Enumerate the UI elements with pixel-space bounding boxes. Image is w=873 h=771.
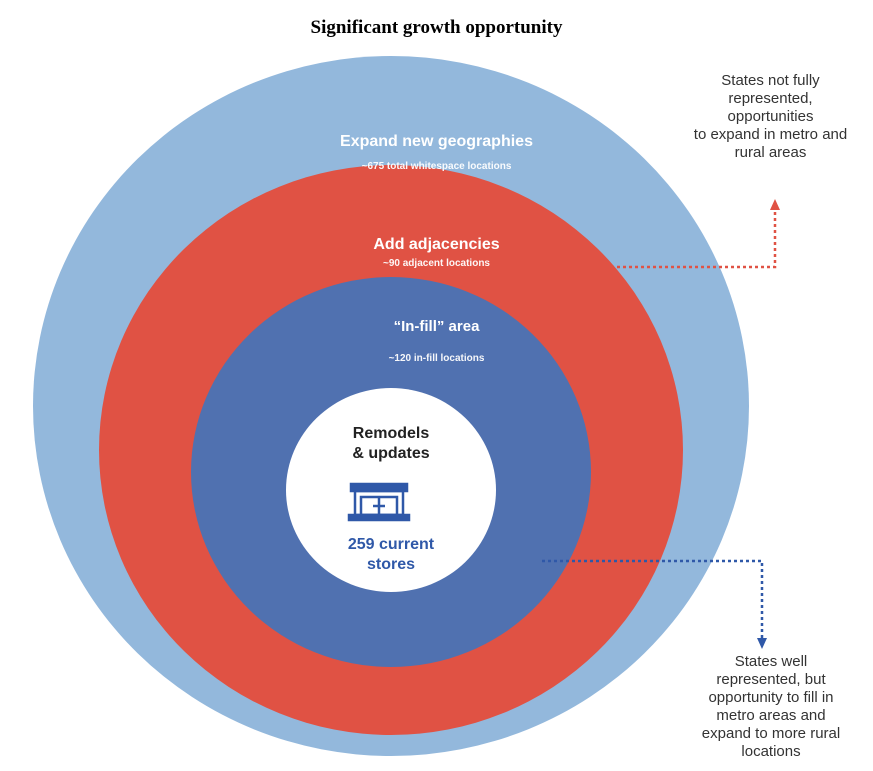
callout-top-line3: opportunities	[727, 108, 814, 125]
core-title: Remodels & updates	[311, 424, 471, 464]
callout-arrow-bottom	[757, 638, 767, 649]
callout-note-bottom: States well represented, but opportunity…	[686, 653, 856, 761]
middle-ring-subtitle: ~90 adjacent locations	[383, 258, 490, 269]
callout-top-line4: to expand in metro and	[693, 126, 848, 143]
outer-ring-subtitle: ~675 total whitespace locations	[361, 161, 512, 172]
inner-ring-subtitle: ~120 in-fill locations	[388, 353, 485, 364]
callout-top-line1: States not fully	[721, 72, 820, 89]
callout-bottom-line5: expand to more rural	[701, 725, 841, 742]
outer-ring-title: Expand new geographies	[340, 133, 533, 150]
core-title-line2: & updates	[352, 445, 430, 462]
callout-top-line5: rural areas	[734, 144, 807, 161]
store-icon	[347, 482, 411, 522]
callout-bottom-line4: metro areas and	[716, 707, 826, 724]
callout-bottom-line6: locations	[741, 743, 801, 760]
callout-bottom-line2: represented, but	[716, 671, 826, 688]
callout-arrow-top	[770, 199, 780, 210]
core-count: 259 current stores	[311, 535, 471, 575]
middle-ring-title: Add adjacencies	[373, 236, 500, 253]
inner-ring-title: “In-fill” area	[393, 318, 480, 335]
callout-top-line2: represented,	[728, 90, 813, 107]
callout-bottom-line1: States well	[734, 653, 808, 670]
core-title-line1: Remodels	[352, 425, 430, 442]
core-count-line1: 259 current	[347, 536, 435, 553]
page-title: Significant growth opportunity	[310, 17, 563, 38]
core-count-line2: stores	[366, 556, 416, 573]
callout-bottom-line3: opportunity to fill in	[708, 689, 834, 706]
callout-connector-bottom	[542, 559, 764, 638]
callout-note-top: States not fully represented, opportunit…	[668, 72, 873, 162]
callout-connector-top	[581, 210, 777, 269]
